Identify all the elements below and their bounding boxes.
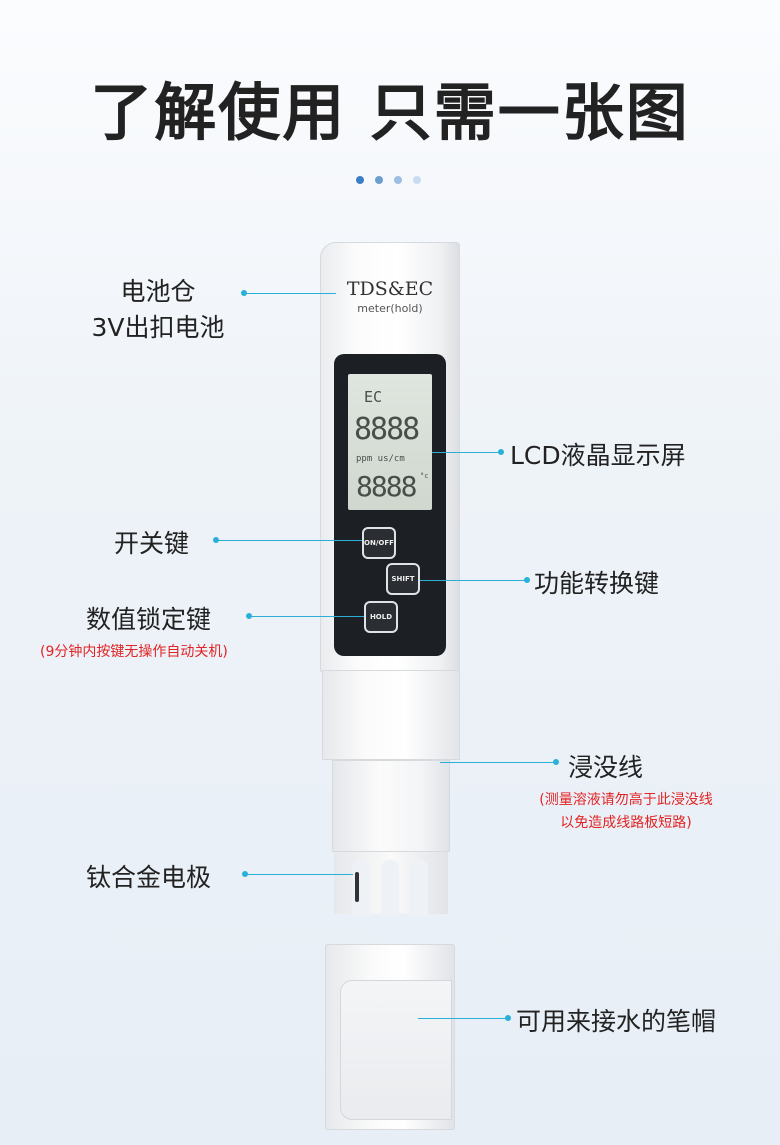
lcd-screen: EC 8888 ppm us/cm 8888 °c	[348, 374, 432, 510]
callout-dot	[524, 577, 530, 583]
brand-sublabel: meter(hold)	[357, 302, 423, 315]
function-key-label: 功能转换键	[534, 569, 660, 598]
pen-cap-recess	[340, 980, 452, 1120]
indicator-dot	[394, 176, 402, 184]
cap-label: 可用来接水的笔帽	[516, 1007, 717, 1036]
callout-line	[245, 874, 353, 875]
hold-key-label: 数值锁定键	[86, 605, 212, 634]
callout-line	[244, 293, 336, 294]
callout-line	[420, 580, 526, 581]
callout-line	[418, 1018, 507, 1019]
on-off-button[interactable]: ON/OFF	[362, 527, 396, 559]
titanium-electrode	[355, 872, 359, 902]
indicator-dot	[413, 176, 421, 184]
callout-dot	[498, 449, 504, 455]
indicator-dot	[356, 176, 364, 184]
shift-button[interactable]: SHIFT	[386, 563, 420, 595]
callout-dot	[553, 759, 559, 765]
callout-line	[440, 762, 555, 763]
immersion-line-label: 浸没线	[568, 753, 644, 782]
hold-button[interactable]: HOLD	[364, 601, 398, 633]
immersion-note-2: 以免造成线路板短路)	[560, 815, 692, 831]
lcd-units: ppm us/cm	[356, 454, 405, 464]
lcd-reading-secondary: 8888	[356, 470, 417, 503]
lcd-reading: 8888	[354, 412, 420, 447]
lcd-mode: EC	[364, 388, 383, 406]
power-key-label: 开关键	[114, 529, 190, 558]
brand-label: TDS&EC	[346, 278, 434, 300]
electrode-label: 钛合金电极	[86, 863, 212, 892]
indicator-dot	[375, 176, 383, 184]
page-title: 了解使用 只需一张图	[90, 76, 690, 149]
pen-probe-housing	[332, 760, 450, 852]
pen-collar	[322, 670, 460, 760]
battery-label: 电池仓	[120, 277, 196, 306]
probe-slot	[410, 860, 428, 916]
lcd-degree: °c	[420, 472, 429, 480]
hold-key-note: (9分钟内按键无操作自动关机)	[40, 644, 228, 660]
callout-line	[432, 452, 500, 453]
callout-line	[249, 616, 364, 617]
callout-dot	[505, 1015, 511, 1021]
lcd-label: LCD液晶显示屏	[510, 441, 686, 470]
carousel-indicator	[356, 176, 421, 184]
battery-sublabel: 3V出扣电池	[91, 313, 225, 342]
immersion-note-1: (测量溶液请勿高于此浸没线	[539, 792, 713, 808]
probe-slot	[381, 860, 399, 916]
callout-line	[216, 540, 362, 541]
